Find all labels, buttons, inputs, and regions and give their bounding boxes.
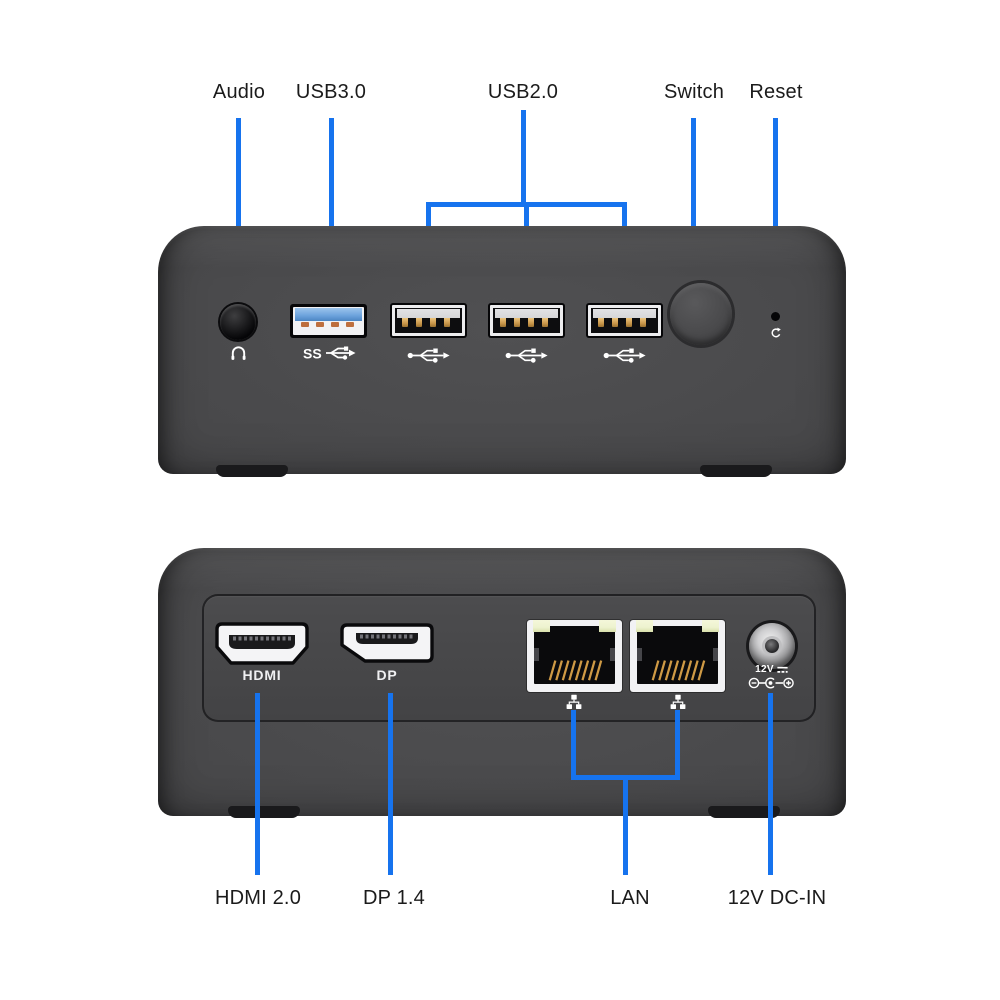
- power-button: [670, 283, 732, 345]
- callout-label-reset: Reset: [749, 81, 803, 103]
- usb-trident-icon: [505, 348, 548, 363]
- lan-led-left: [636, 620, 653, 632]
- chassis-foot: [216, 465, 288, 477]
- rj45-pins: [548, 660, 603, 681]
- callout-line-lan-stem: [623, 775, 628, 875]
- usb3-port-inner: [293, 307, 364, 335]
- usb2-port-2: [488, 303, 565, 338]
- hdmi-port: [215, 622, 309, 665]
- callout-line-usb2-stem: [521, 110, 526, 205]
- svg-text:SS: SS: [303, 346, 322, 362]
- callout-line-lan-a: [571, 710, 576, 780]
- usb2-port-1: [390, 303, 467, 338]
- ss-usb-icon: SS: [303, 346, 356, 362]
- callout-line-lan-b: [675, 710, 680, 780]
- chassis-foot: [700, 465, 772, 477]
- callout-line-dcin: [768, 693, 773, 875]
- dc-voltage-icon: [777, 666, 788, 673]
- lan-led-left: [533, 620, 550, 632]
- audio-jack: [220, 304, 256, 340]
- usb-trident-icon: [603, 348, 646, 363]
- callout-line-dp: [388, 693, 393, 875]
- headphone-icon: [231, 346, 246, 360]
- dc-jack: [749, 623, 795, 669]
- callout-label-lan: LAN: [610, 887, 650, 909]
- callout-line-usb3: [329, 118, 334, 320]
- dp-port-marking: DP: [376, 667, 398, 683]
- usb3-tongue: [295, 308, 362, 321]
- callout-line-hdmi: [255, 693, 260, 875]
- lan-network-icon: [566, 694, 582, 709]
- dc-polarity-icon: [748, 677, 794, 689]
- callout-line-switch: [691, 118, 696, 296]
- reset-pinhole: [771, 312, 780, 321]
- lan-port-1: [527, 620, 622, 692]
- callout-label-audio: Audio: [212, 81, 266, 103]
- lan-led-right: [702, 620, 719, 632]
- callout-label-dcin: 12V DC-IN: [727, 887, 827, 909]
- chassis-foot: [228, 806, 300, 818]
- dc-voltage-marking: 12V: [746, 664, 798, 675]
- lan-network-icon: [670, 694, 686, 709]
- callout-label-hdmi: HDMI 2.0: [214, 887, 302, 909]
- reset-arrow-icon: [771, 327, 781, 338]
- callout-line-reset: [773, 118, 778, 291]
- callout-label-switch: Switch: [663, 81, 725, 103]
- usb2-port-3: [586, 303, 663, 338]
- callout-label-usb2: USB2.0: [487, 81, 559, 103]
- chassis-foot: [708, 806, 780, 818]
- rj45-pins: [651, 660, 706, 681]
- dc-jack-pin: [765, 639, 779, 653]
- dp-port: [340, 623, 434, 663]
- callout-label-dp: DP 1.4: [363, 887, 425, 909]
- lan-led-right: [599, 620, 616, 632]
- lan-port-2: [630, 620, 725, 692]
- hdmi-port-marking: HDMI: [242, 667, 282, 683]
- mini-pc-front-chassis: [158, 226, 846, 474]
- callout-line-audio: [236, 118, 241, 318]
- usb3-port: [290, 304, 367, 338]
- usb-trident-icon: [407, 348, 450, 363]
- callout-label-usb3: USB3.0: [295, 81, 367, 103]
